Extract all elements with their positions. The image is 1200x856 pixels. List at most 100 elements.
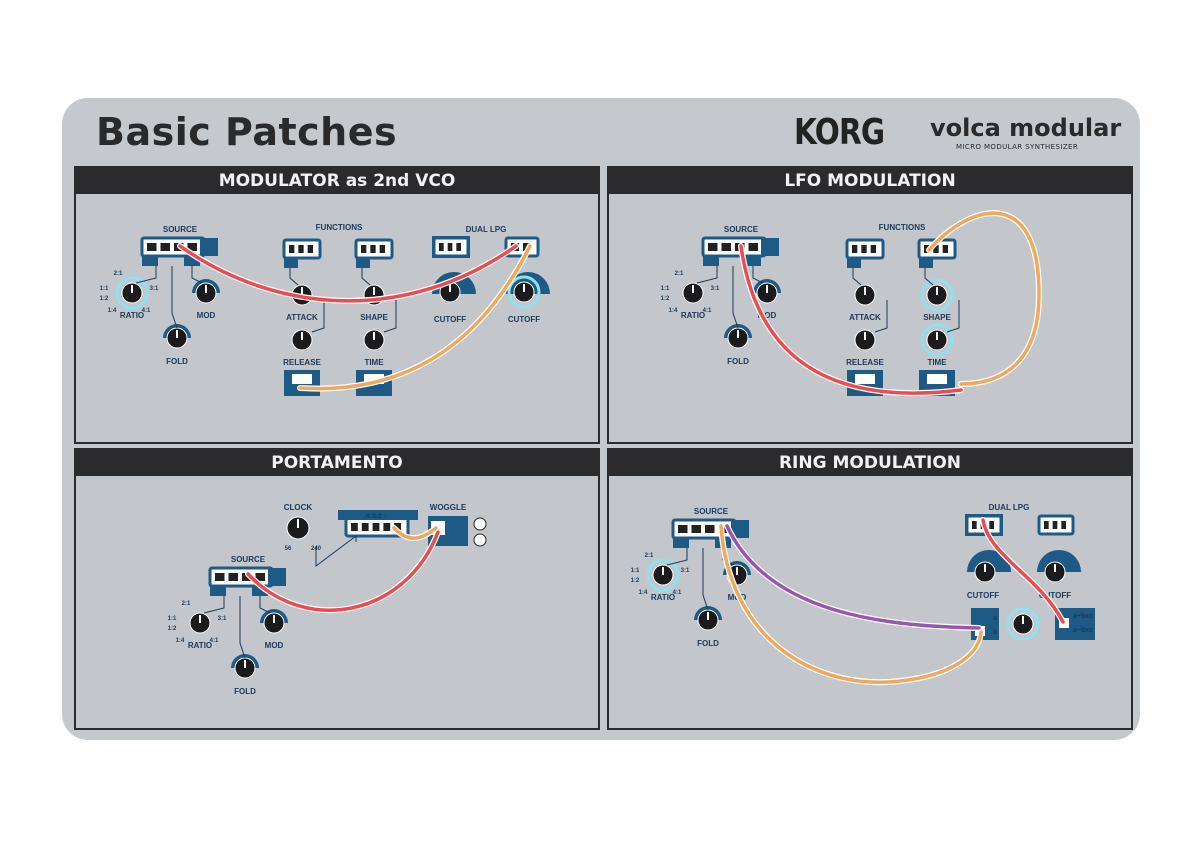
time-label: TIME (364, 358, 384, 367)
ratio-label: RATIO (681, 311, 705, 320)
fold-label: FOLD (234, 687, 256, 696)
jack-socket (721, 243, 731, 251)
mod-label: MOD (758, 311, 777, 320)
ratio-tick: 1:2 (100, 296, 109, 302)
sequencer-steps: ⁄4 ⁄3 ⁄2 ♪ (363, 514, 386, 520)
trace-line (171, 266, 178, 329)
ratio-label: RATIO (188, 641, 212, 650)
ring-formula-1: a+bxc (1073, 613, 1093, 620)
ratio-tick: 3:1 (218, 616, 227, 622)
ratio-tick: 4:1 (703, 308, 712, 314)
source-label: SOURCE (694, 507, 729, 516)
jack-socket (855, 374, 875, 384)
jack-socket (351, 523, 358, 531)
knob (1044, 561, 1066, 583)
lpg-jacks (432, 236, 470, 258)
knob (854, 329, 876, 351)
woggle-jack (473, 533, 487, 547)
knob (234, 657, 256, 679)
ratio-tick: 1:2 (661, 296, 670, 302)
ratio-tick: 1:1 (661, 286, 670, 292)
ring-formula-2: a−bxc (1073, 627, 1093, 634)
jack-socket (394, 523, 401, 531)
shape-label: SHAPE (923, 313, 951, 322)
function-tab (284, 258, 298, 268)
ratio-tick: 2:1 (182, 601, 191, 607)
attack-label: ATTACK (286, 313, 318, 322)
source-tab (673, 538, 689, 548)
time-label: TIME (927, 358, 947, 367)
knob-highlight (646, 558, 680, 592)
knob (263, 612, 285, 634)
trace-line (732, 266, 739, 329)
knob (286, 516, 310, 540)
jack-socket (160, 243, 170, 251)
source-wave-tab (731, 520, 749, 538)
trace-line (924, 268, 934, 286)
page-title: Basic Patches (96, 110, 398, 154)
cable-outline (724, 523, 982, 631)
knob (1006, 607, 1040, 641)
jack-socket (1061, 521, 1066, 529)
trace-line (311, 300, 325, 333)
jack-socket (289, 245, 295, 253)
jack-socket (870, 245, 876, 253)
knob (115, 276, 149, 310)
product-name: volca modular (930, 114, 1122, 142)
function-tab (356, 258, 370, 268)
trace-line (203, 596, 225, 614)
source-label: SOURCE (724, 225, 759, 234)
trace-line (383, 300, 397, 333)
jack-socket (691, 525, 701, 533)
jack-socket (708, 243, 718, 251)
clock-label: CLOCK (284, 503, 313, 512)
knob (195, 282, 217, 304)
jack-socket (215, 573, 225, 581)
ratio-tick: 1:4 (669, 308, 678, 314)
function-tab (919, 258, 933, 268)
jack-socket (307, 245, 313, 253)
knob (697, 609, 719, 631)
knob-highlight (115, 276, 149, 310)
ratio-tick: 2:1 (114, 271, 123, 277)
jack-socket (364, 374, 384, 384)
cable-orange (719, 524, 983, 684)
source-label: SOURCE (231, 555, 266, 564)
ratio-tick: 4:1 (142, 308, 151, 314)
jack-socket (379, 245, 385, 253)
release-label: RELEASE (283, 358, 321, 367)
trace-line (361, 268, 371, 286)
source-tab (142, 256, 158, 266)
ratio-tick: 2:1 (645, 553, 654, 559)
clock-min: 56 (285, 546, 292, 552)
cable-outline (718, 523, 984, 686)
cable-orange (927, 211, 1041, 386)
ratio-tick: 3:1 (150, 286, 159, 292)
trace-line (315, 535, 357, 567)
jack-socket (933, 245, 939, 253)
mod-label: MOD (197, 311, 216, 320)
cable-red (739, 244, 963, 395)
ratio-tick: 4:1 (210, 638, 219, 644)
panel-title: MODULATOR as 2nd VCO (76, 168, 598, 194)
lpg-jacks (1037, 514, 1075, 536)
ratio-tick: 3:1 (681, 568, 690, 574)
jack-socket (678, 525, 688, 533)
cable-purple (725, 524, 981, 630)
release-label: RELEASE (846, 358, 884, 367)
jack-socket (292, 374, 312, 384)
jack-socket (383, 523, 391, 531)
functions-label: FUNCTIONS (879, 223, 926, 232)
jack-socket (852, 245, 858, 253)
jack-socket (927, 374, 947, 384)
function-tab (847, 258, 861, 268)
jack-socket (370, 245, 376, 253)
ratio-tick: 1:4 (176, 638, 185, 644)
jack-socket (972, 521, 977, 529)
ratio-tick: 1:4 (639, 590, 648, 596)
trace-line (289, 268, 299, 286)
jack-socket (147, 243, 157, 251)
jack-socket (861, 245, 867, 253)
